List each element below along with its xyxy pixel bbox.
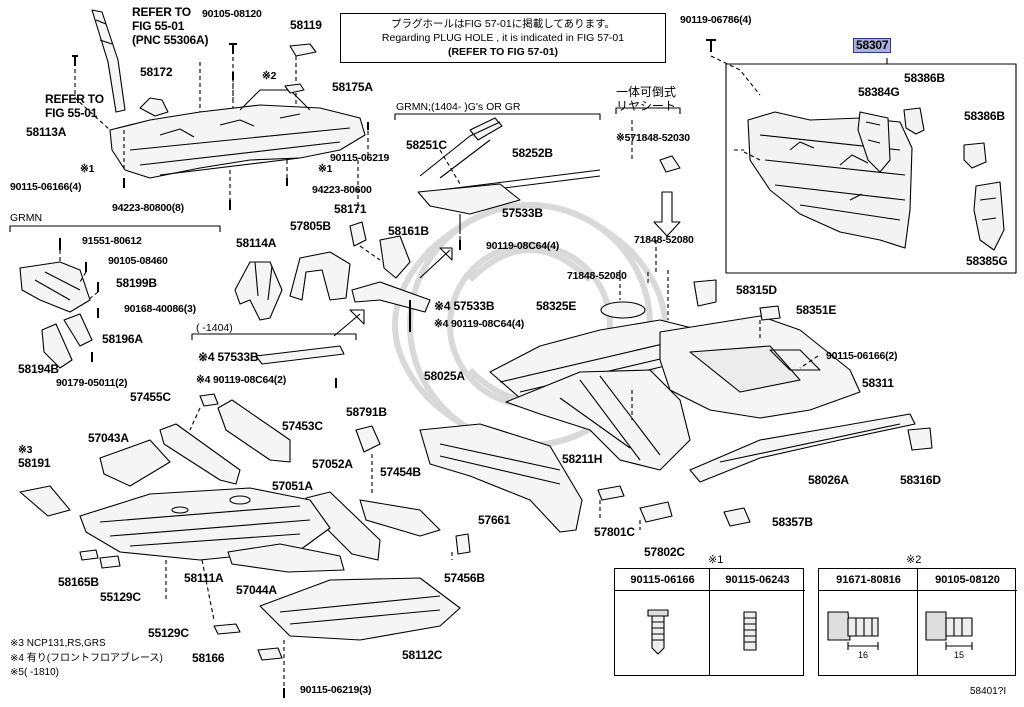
part-57533b-1404[interactable]: ※4 57533B <box>198 350 259 364</box>
notice-line-ja: プラグホールはFIG 57-01に掲載してあります。 <box>390 18 616 30</box>
group-box-58307 <box>725 63 1017 274</box>
mark-x3: ※3 <box>18 444 33 456</box>
mark-x1a: ※1 <box>80 163 95 175</box>
notice-line-refer: (REFER TO FIG 57-01) <box>447 46 559 58</box>
part-58791b[interactable]: 58791B <box>346 405 387 419</box>
table-mark-1: ※1 <box>708 554 724 566</box>
part-90119-06786[interactable]: 90119-06786(4) <box>680 14 752 26</box>
part-58351e[interactable]: 58351E <box>796 303 837 317</box>
part-57453c[interactable]: 57453C <box>282 419 323 433</box>
legend-note-4: ※4 有り(フロントフロアブレース) <box>10 653 163 664</box>
part-57533b-brace[interactable]: ※4 57533B <box>434 299 495 313</box>
part-57454b[interactable]: 57454B <box>380 465 421 479</box>
part-58171[interactable]: 58171 <box>334 202 367 216</box>
part-90168-40086[interactable]: 90168-40086(3) <box>124 303 196 315</box>
dimension-15: 15 <box>954 650 965 660</box>
part-58025a[interactable]: 58025A <box>424 369 465 383</box>
part-90115-06166-2[interactable]: 90115-06166(2) <box>826 350 898 362</box>
part-71848-52080-a[interactable]: 71848-52080 <box>634 234 694 246</box>
part-58325e[interactable]: 58325E <box>536 299 577 313</box>
part-58161b[interactable]: 58161B <box>388 224 429 238</box>
part-58316d[interactable]: 58316D <box>900 473 941 487</box>
refer-55-01b-line2: FIG 55-01 <box>45 106 98 120</box>
part-58386b-top[interactable]: 58386B <box>904 71 945 85</box>
part-57455c[interactable]: 57455C <box>130 390 171 404</box>
dimension-16: 16 <box>858 650 869 660</box>
refer-55-01-line2: FIG 55-01 <box>132 19 185 33</box>
fastener-table-1: 90115-06166 90115-06243 <box>614 568 805 676</box>
part-55129c-b[interactable]: 55129C <box>148 626 189 640</box>
part-57051a[interactable]: 57051A <box>272 479 313 493</box>
part-90115-06219[interactable]: 90115-06219 <box>330 152 390 164</box>
part-58175a[interactable]: 58175A <box>332 80 373 94</box>
plug-hole-notice: プラグホールはFIG 57-01に掲載してあります。 Regarding PLU… <box>340 13 666 63</box>
refer-55-01b-line1: REFER TO <box>45 92 104 106</box>
part-58112c[interactable]: 58112C <box>402 648 443 662</box>
part-57043a[interactable]: 57043A <box>88 431 129 445</box>
part-58199b[interactable]: 58199B <box>116 276 157 290</box>
figure-code: 58401?I <box>970 686 1007 697</box>
refer-55-01-line1: REFER TO <box>132 5 191 19</box>
part-94223-80800[interactable]: 94223-80800(8) <box>112 202 184 214</box>
part-58307[interactable]: 58307 <box>853 38 892 53</box>
part-57044a[interactable]: 57044A <box>236 583 277 597</box>
legend-note-3: ※3 NCP131,RS,GRS <box>10 638 106 649</box>
table-mark-2: ※2 <box>906 554 922 566</box>
mark-x1b: ※1 <box>318 163 333 175</box>
part-58113a[interactable]: 58113A <box>26 125 67 139</box>
part-90105-08460[interactable]: 90105-08460 <box>108 255 168 267</box>
part-58114a[interactable]: 58114A <box>236 236 277 250</box>
fastener-table-2: 91671-80816 90105-08120 <box>818 568 1017 676</box>
part-55129c-a[interactable]: 55129C <box>100 590 141 604</box>
part-58311[interactable]: 58311 <box>862 376 894 390</box>
part-90105-08120[interactable]: 90105-08120 <box>202 8 262 20</box>
notice-line-en: Regarding PLUG HOLE , it is indicated in… <box>381 32 625 44</box>
part-57052a[interactable]: 57052A <box>312 457 353 471</box>
part-91551-80612[interactable]: 91551-80612 <box>82 235 142 247</box>
legend-note-5: ※5( -1810) <box>10 667 59 678</box>
part-58166[interactable]: 58166 <box>192 651 225 665</box>
part-58196a[interactable]: 58196A <box>102 332 143 346</box>
part-57802c[interactable]: 57802C <box>644 545 685 559</box>
part-58119[interactable]: 58119 <box>290 18 322 32</box>
group-title-grmn: GRMN <box>10 212 43 224</box>
part-58386b-right[interactable]: 58386B <box>964 109 1005 123</box>
part-58026a[interactable]: 58026A <box>808 473 849 487</box>
part-58165b[interactable]: 58165B <box>58 575 99 589</box>
part-57533b-grmn[interactable]: 57533B <box>502 206 543 220</box>
group-title-1404: ( -1404) <box>196 322 233 334</box>
part-57456b[interactable]: 57456B <box>444 571 485 585</box>
part-58191[interactable]: 58191 <box>18 456 51 470</box>
part-94223-80600[interactable]: 94223-80600 <box>312 184 372 196</box>
part-90119-08c64-4-brace[interactable]: ※4 90119-08C64(4) <box>434 318 525 330</box>
part-58357b[interactable]: 58357B <box>772 515 813 529</box>
group-title-rear-seat-1: 一体可倒式 <box>616 85 677 99</box>
part-57801c[interactable]: 57801C <box>594 525 635 539</box>
mark-x2: ※2 <box>262 70 277 82</box>
part-90115-06219-3[interactable]: 90115-06219(3) <box>300 684 372 696</box>
part-90179-05011[interactable]: 90179-05011(2) <box>56 377 128 389</box>
part-90115-06166-4[interactable]: 90115-06166(4) <box>10 181 82 193</box>
part-58251c[interactable]: 58251C <box>406 138 447 152</box>
part-58384g[interactable]: 58384G <box>858 85 900 99</box>
part-58194b[interactable]: 58194B <box>18 362 59 376</box>
part-58172[interactable]: 58172 <box>140 65 173 79</box>
part-58211h[interactable]: 58211H <box>562 452 603 466</box>
part-57805b[interactable]: 57805B <box>290 219 331 233</box>
part-58315d[interactable]: 58315D <box>736 283 777 297</box>
part-58385g[interactable]: 58385G <box>966 254 1008 268</box>
part-58111a[interactable]: 58111A <box>184 571 224 585</box>
refer-55-01-line3: (PNC 55306A) <box>132 33 209 47</box>
part-90119-08c64-2[interactable]: ※4 90119-08C64(2) <box>196 374 287 386</box>
part-571848-52030[interactable]: ※571848-52030 <box>616 132 690 144</box>
part-71848-52080-b[interactable]: 71848-52080 <box>567 270 627 282</box>
group-title-rear-seat-2: リヤシート <box>616 99 677 113</box>
part-90119-08c64-4-grmn[interactable]: 90119-08C64(4) <box>486 240 560 252</box>
part-57661[interactable]: 57661 <box>478 513 511 527</box>
part-58252b[interactable]: 58252B <box>512 146 553 160</box>
group-title-grmn-gs: GRMN;(1404- )G's OR GR <box>396 101 521 113</box>
